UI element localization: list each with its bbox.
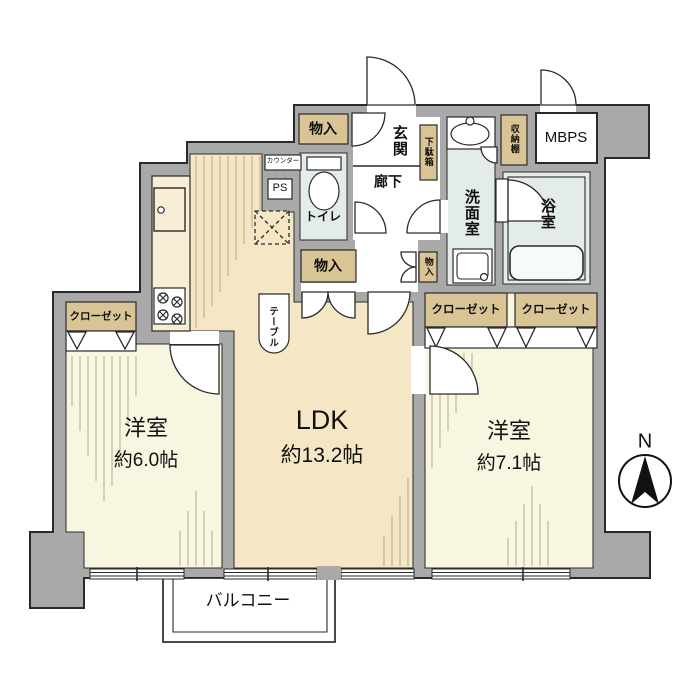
closet-right1-label: クローゼット [431, 303, 501, 316]
washer-pan-inner [456, 252, 489, 280]
bathroom-door-panel [495, 178, 509, 223]
bedroom-right-name-label: 洋室 [486, 418, 532, 444]
storage-top-label: 物入 [309, 120, 337, 137]
bathtub [509, 245, 584, 281]
toilet-tank [306, 156, 342, 171]
ps-label: PS [272, 182, 288, 195]
shelf-door [480, 146, 498, 164]
storage-top-door [351, 112, 386, 147]
toilet-label: トイレ [304, 209, 342, 224]
bedroom-left-door-opening [170, 331, 219, 344]
storage-small-label: 物入 [423, 257, 434, 277]
washroom-label: 洗面室 [462, 189, 480, 237]
balcony-label: バルコニー [205, 591, 291, 611]
sink-bowl [450, 122, 490, 146]
bottom-wall-chunk [317, 566, 341, 580]
bathroom-label: 浴室 [538, 198, 556, 230]
mbps-box [535, 112, 598, 164]
hallway-label: 廊下 [374, 173, 402, 190]
toilet-bowl [308, 171, 340, 211]
storage-mid-door-frame [301, 283, 356, 292]
washroom-door-opening [439, 200, 448, 233]
closet-left-doors [65, 330, 137, 352]
shoe-cabinet-label: 下駄箱 [423, 137, 434, 167]
sink-tap [465, 116, 475, 126]
storage-mid-door-right [327, 291, 356, 319]
entrance-label: 玄関 [390, 125, 408, 157]
storage-top-box [298, 113, 349, 145]
ldk-floor [151, 153, 414, 569]
bedroom-right-door [429, 345, 479, 395]
entrance-door [366, 56, 416, 106]
counter-label: カウンター [266, 157, 300, 165]
bedroom-left-name-label: 洋室 [123, 415, 169, 441]
mbps-door [540, 69, 577, 106]
hallway-ldk-door [367, 291, 411, 335]
storage-mid-box [300, 249, 357, 283]
north-compass [618, 454, 672, 508]
stove-burners [157, 292, 183, 325]
counter-label-box [264, 154, 302, 171]
kitchen-hatch-box [254, 210, 290, 245]
bedroom-left-area-label: 約6.0帖 [113, 450, 179, 472]
ldk-area-label: 約13.2帖 [280, 443, 364, 467]
shoe-cabinet-box [419, 124, 438, 181]
closet-right2-box [514, 292, 598, 328]
washer-drain [479, 272, 489, 282]
storage-small-box [418, 251, 438, 283]
washroom-door [406, 199, 441, 234]
hallway-floor [355, 240, 418, 292]
bedroom-left-door [169, 344, 220, 395]
windows [89, 567, 571, 581]
refrigerator-handle [157, 206, 165, 214]
toilet-door [354, 201, 387, 234]
ps-label-box [267, 178, 293, 200]
storage-mid-label: 物入 [314, 257, 342, 274]
storage-small-door-bottom [400, 266, 417, 283]
bedroom-right-area-label: 約7.1帖 [476, 453, 542, 475]
north-label: N [637, 430, 653, 453]
dining-table [258, 293, 290, 354]
closet-right-doors [424, 326, 598, 349]
bedroom-right-door-opening [411, 346, 426, 394]
closet-left-label: クローゼット [69, 310, 133, 323]
shelf-box [500, 114, 528, 166]
bathroom-door [507, 179, 550, 222]
shelf-label: 収納棚 [509, 124, 520, 154]
table-label: テーブル [266, 306, 278, 348]
closet-right2-label: クローゼット [521, 303, 591, 316]
ldk-name-label: LDK [295, 404, 349, 435]
mbps-label: MBPS [544, 129, 588, 147]
